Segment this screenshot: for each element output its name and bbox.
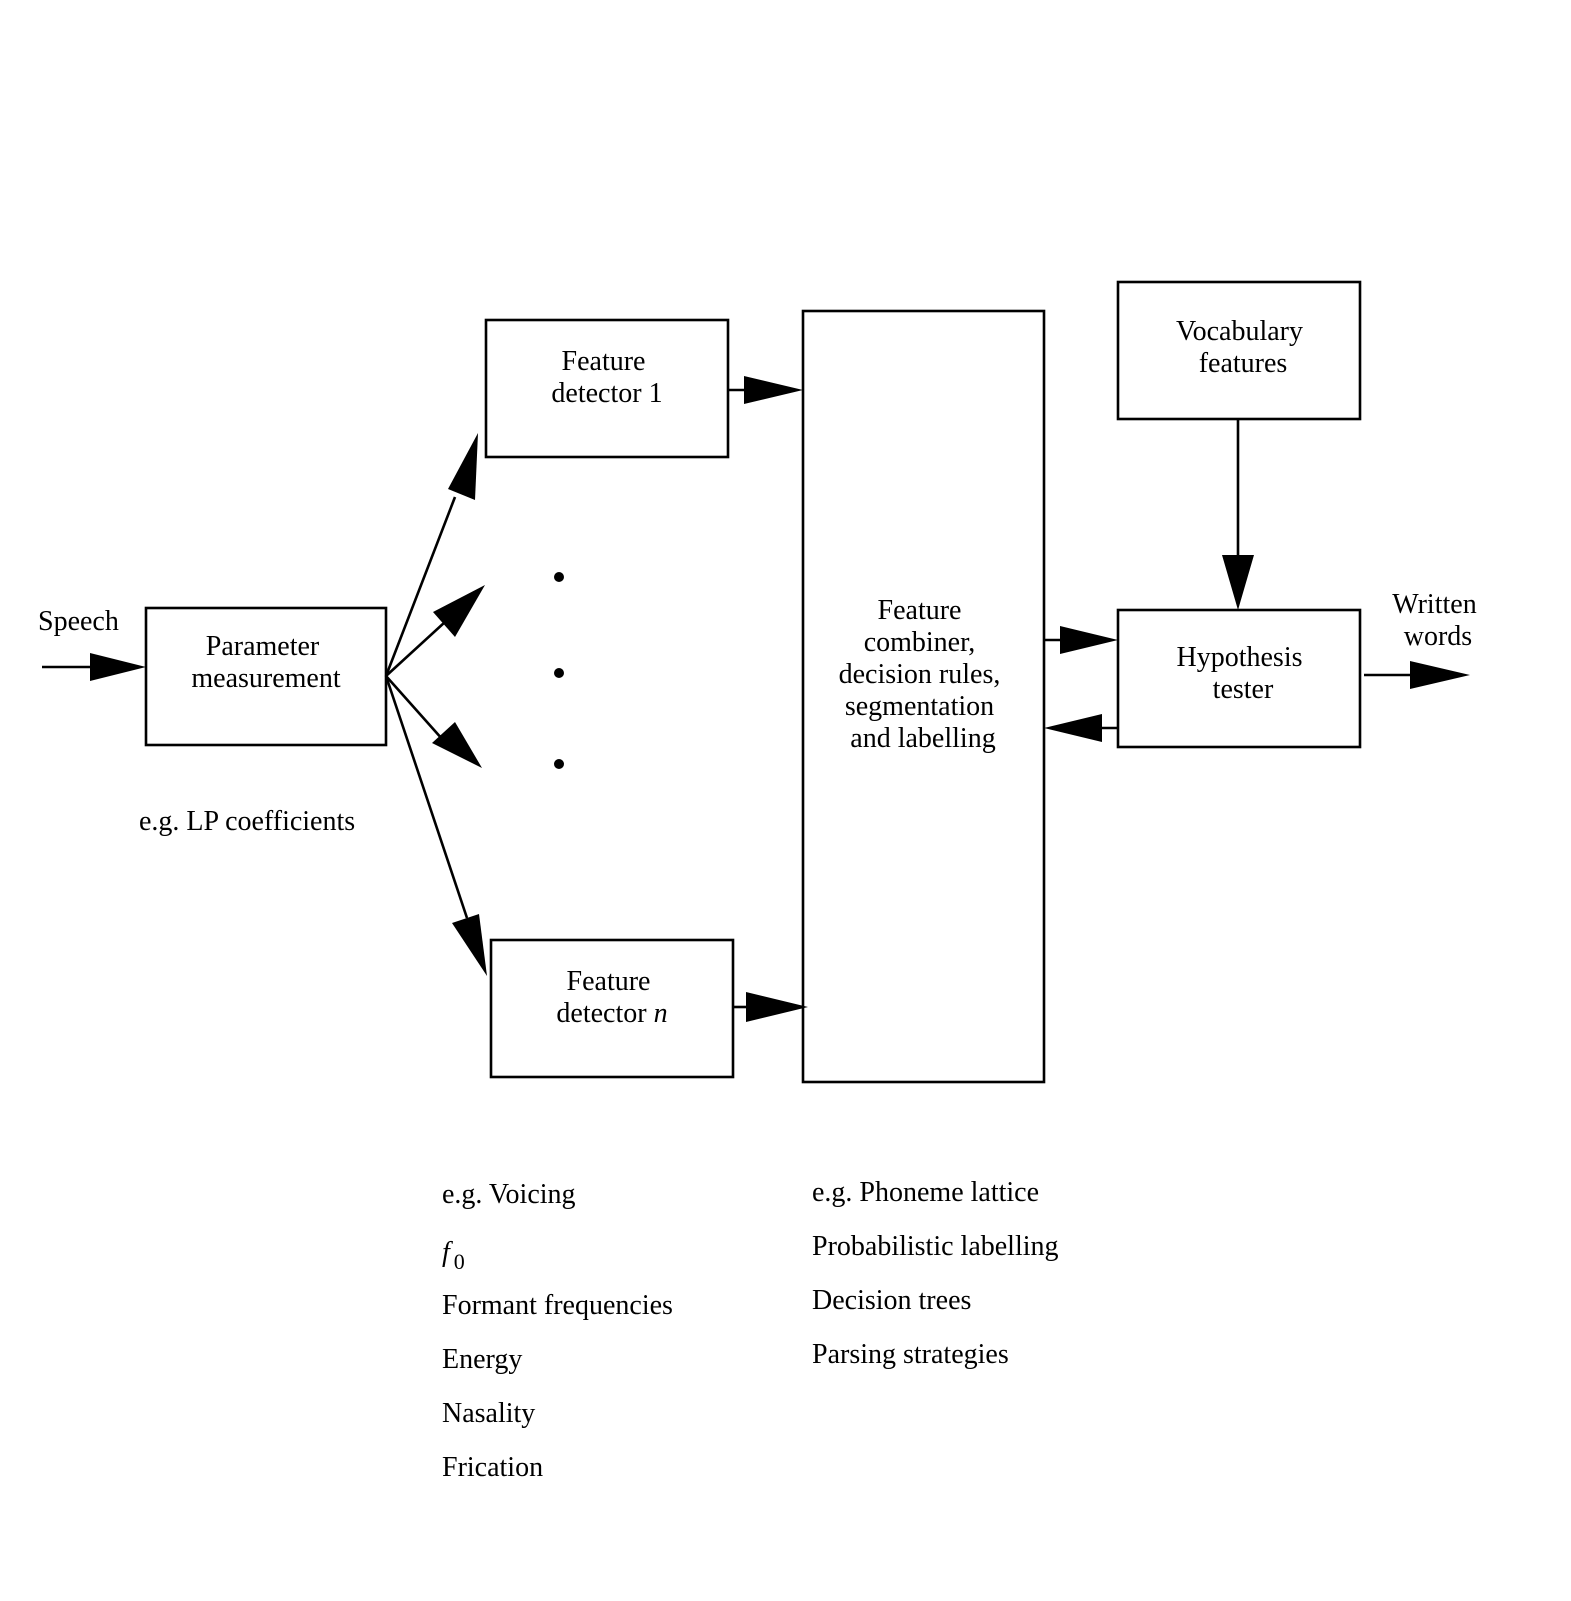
branch-arrow-detector-1 bbox=[384, 496, 457, 677]
combiner-example-item: Probabilistic labelling bbox=[812, 1231, 1059, 1262]
feature-detector-n-box bbox=[489, 938, 735, 1079]
detector-example-item: Nasality bbox=[442, 1398, 535, 1429]
written-words-output-arrowhead bbox=[1410, 661, 1470, 689]
detector-example-item: Energy bbox=[442, 1344, 522, 1375]
branch-arrow-lower-middle bbox=[385, 675, 444, 741]
speech-input-arrowhead bbox=[90, 653, 146, 681]
detector-1-to-combiner-arrowhead bbox=[744, 376, 803, 404]
feature-detector-n-label: Feature detector n bbox=[556, 966, 667, 1029]
ellipsis-dot bbox=[554, 668, 564, 678]
detector-example-item: e.g. Voicing bbox=[442, 1179, 576, 1210]
ellipsis-dot bbox=[554, 572, 564, 582]
combiner-to-hypothesis-arrowhead bbox=[1060, 626, 1118, 654]
parameter-measurement-box bbox=[144, 606, 388, 747]
hypothesis-tester-box bbox=[1116, 608, 1362, 749]
written-words-label: Written words bbox=[1392, 589, 1483, 652]
hypothesis-to-combiner-arrowhead bbox=[1044, 714, 1102, 742]
feature-detector-1-label: Feature detector 1 bbox=[551, 346, 662, 409]
hypothesis-tester-label: Hypothesis tester bbox=[1177, 642, 1310, 705]
feature-combiner-label: Feature combiner, decision rules, segmen… bbox=[839, 595, 1008, 754]
branch-arrowhead-detector-1 bbox=[448, 433, 478, 500]
parameter-example-note: e.g. LP coefficients bbox=[139, 806, 355, 837]
combiner-example-item: e.g. Phoneme lattice bbox=[812, 1177, 1039, 1208]
branch-arrowhead-upper-middle bbox=[433, 585, 485, 637]
feature-combiner-box bbox=[801, 309, 1046, 1084]
speech-input-label: Speech bbox=[38, 606, 119, 637]
vocabulary-to-hypothesis-arrowhead bbox=[1222, 555, 1254, 610]
combiner-example-item: Parsing strategies bbox=[812, 1339, 1009, 1370]
branch-arrow-detector-n bbox=[384, 675, 469, 919]
combiner-examples-list: e.g. Phoneme lattice Probabilistic label… bbox=[812, 1177, 1059, 1370]
branch-arrowhead-detector-n bbox=[452, 914, 487, 976]
ellipsis-dot bbox=[554, 759, 564, 769]
branch-arrowhead-lower-middle bbox=[432, 722, 482, 768]
combiner-example-item: Decision trees bbox=[812, 1285, 971, 1316]
detector-example-item: Frication bbox=[442, 1452, 543, 1483]
vocabulary-features-label: Vocabulary features bbox=[1176, 316, 1310, 379]
branch-arrow-upper-middle bbox=[385, 621, 446, 677]
detector-example-item: Formant frequencies bbox=[442, 1290, 673, 1321]
parameter-measurement-label: Parameter measurement bbox=[191, 631, 340, 694]
feature-detector-1-box bbox=[484, 318, 730, 459]
detector-n-to-combiner-arrowhead bbox=[746, 992, 808, 1022]
